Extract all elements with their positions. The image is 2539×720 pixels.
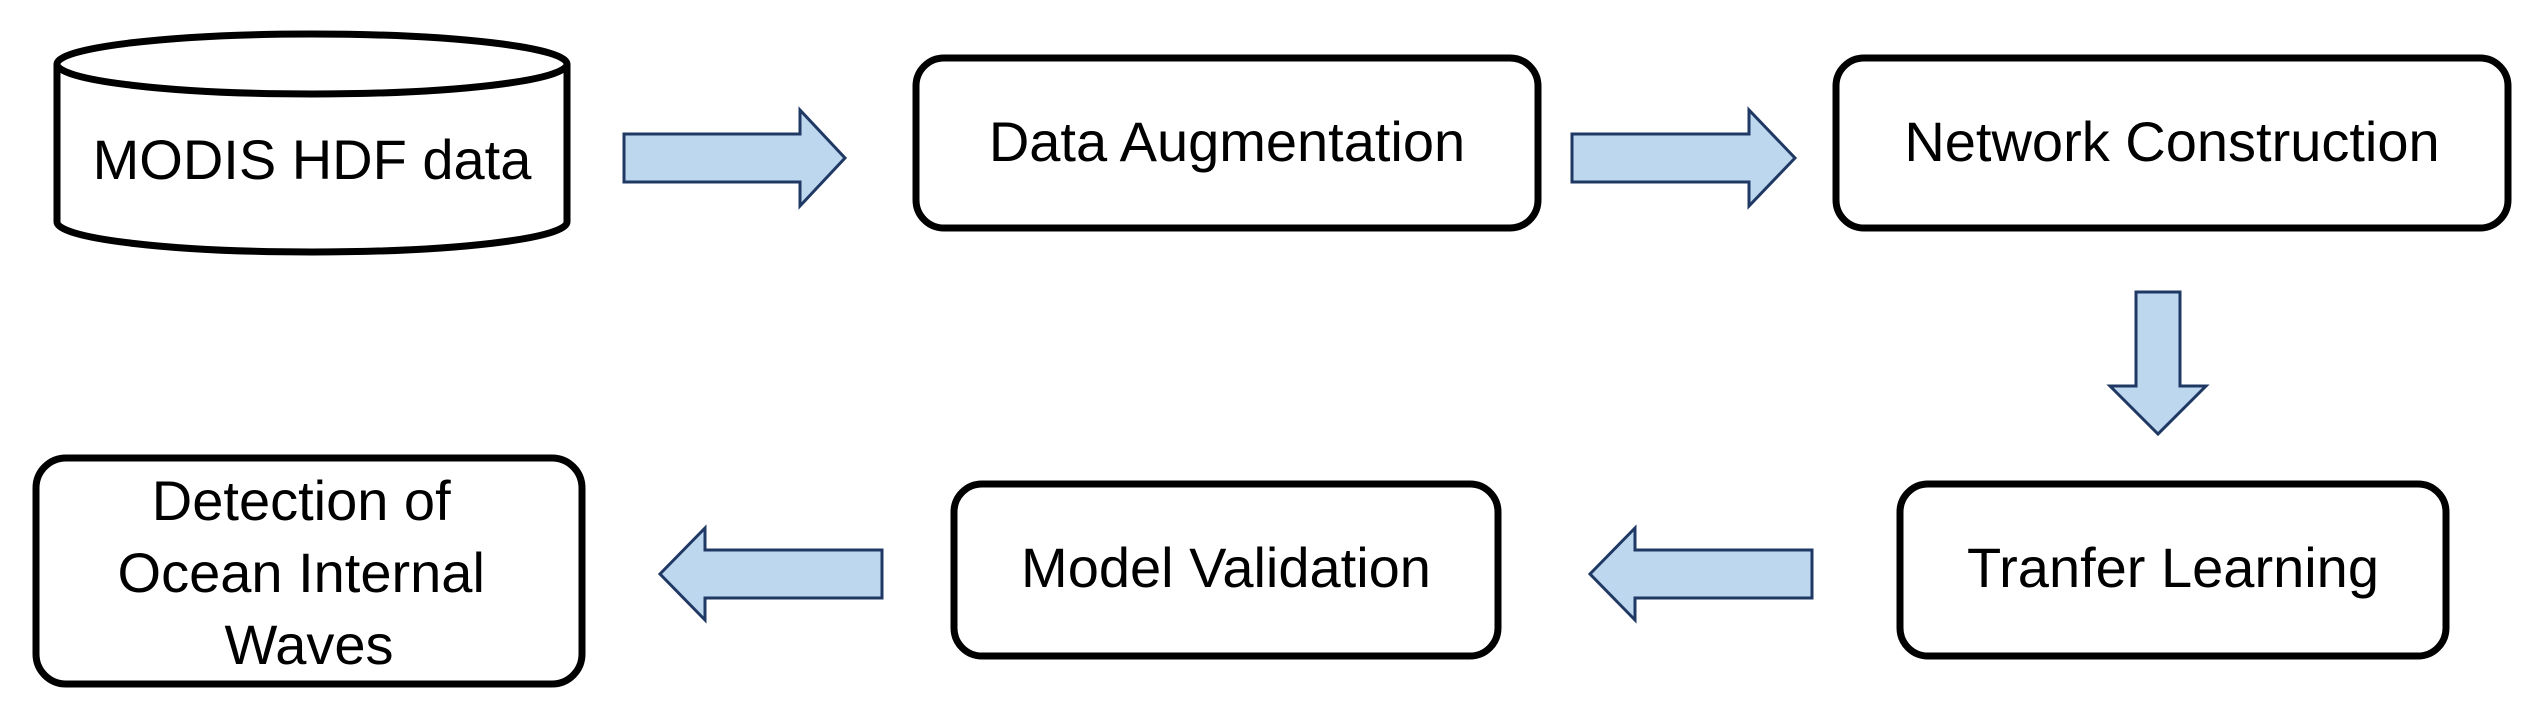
node-label-detection-line-1: Detection of xyxy=(152,469,451,532)
node-data-augmentation: Data Augmentation xyxy=(912,54,1542,232)
cylinder-body xyxy=(53,64,571,256)
node-label-model-validation: Model Validation xyxy=(1021,536,1431,599)
arrow-left-icon xyxy=(657,524,884,624)
node-label-modis-data: MODIS HDF data xyxy=(93,128,533,191)
arrow-right-icon xyxy=(1570,106,1798,210)
node-box xyxy=(912,54,1542,232)
arrow-down-icon xyxy=(2106,290,2210,437)
node-label-detection-line-2: Ocean Internal xyxy=(118,541,485,604)
node-label-detection-line-3: Waves xyxy=(224,613,393,676)
node-box xyxy=(32,454,586,688)
node-modis-data: MODIS HDF data xyxy=(53,30,571,256)
node-detection: Detection of Ocean Internal Waves xyxy=(32,454,586,688)
node-box xyxy=(1896,480,2450,660)
cylinder-top xyxy=(53,30,571,98)
arrow-right-icon xyxy=(622,106,848,210)
node-box xyxy=(1832,54,2512,232)
node-label-network-construction: Network Construction xyxy=(1904,110,2439,173)
node-label-data-augmentation: Data Augmentation xyxy=(989,110,1465,173)
node-model-validation: Model Validation xyxy=(950,480,1502,660)
node-box xyxy=(950,480,1502,660)
node-network-construction: Network Construction xyxy=(1832,54,2512,232)
node-transfer-learning: Tranfer Learning xyxy=(1896,480,2450,660)
arrow-left-icon xyxy=(1587,524,1814,624)
node-label-detection: Detection of Ocean Internal Waves xyxy=(118,469,501,676)
node-label-transfer-learning: Tranfer Learning xyxy=(1967,536,2379,599)
